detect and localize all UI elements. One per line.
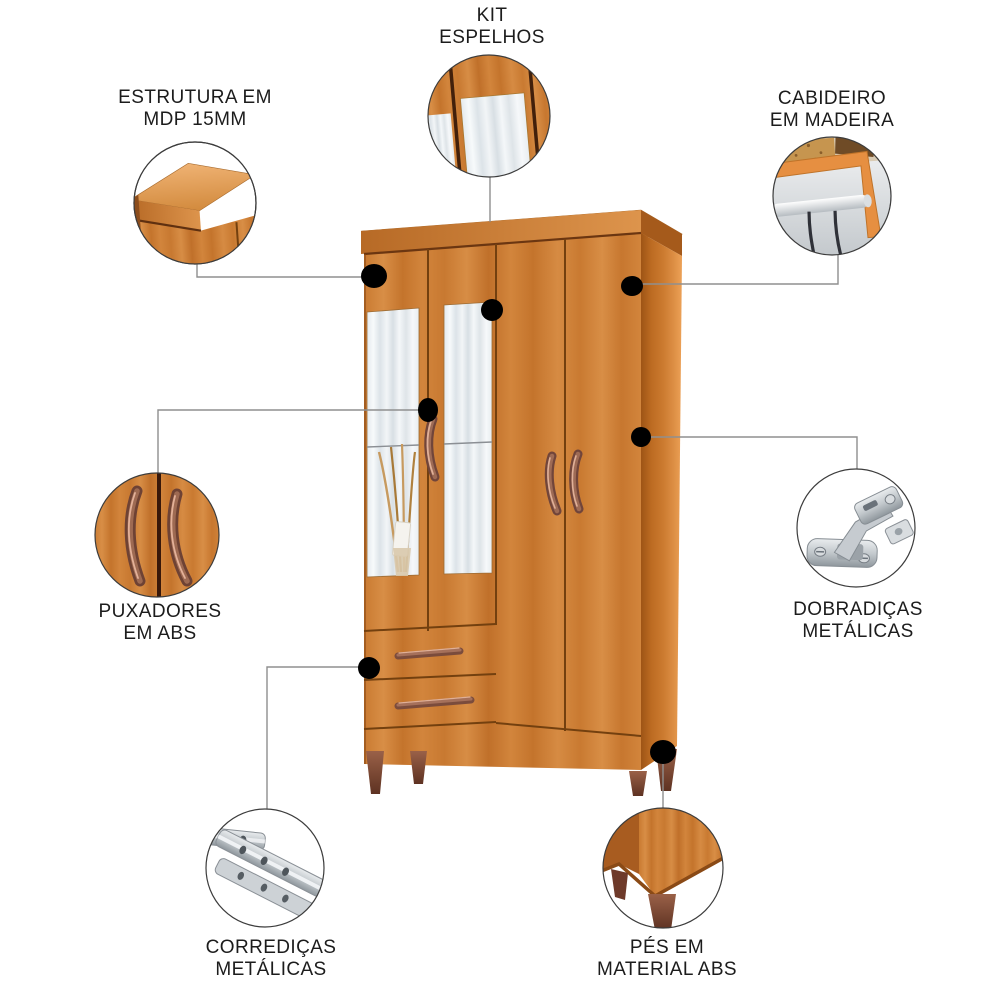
callout-marker-cabideiro <box>621 276 643 296</box>
drawer-divider-seam <box>363 673 497 681</box>
feature-label-line: MDP 15MM <box>143 109 247 130</box>
mirror-reflection-decor <box>377 443 417 576</box>
detail-circle-dobradicas <box>796 468 916 588</box>
drawer-top-seam <box>363 623 497 632</box>
hanger-rod-detail-image <box>773 137 891 255</box>
door-handle-left <box>424 414 440 482</box>
feature-label-cabideiro: CABIDEIRO EM MADEIRA <box>770 88 894 132</box>
drawer-bottom-seam <box>363 721 497 730</box>
drawer-slides-detail-image <box>206 826 324 922</box>
feature-label-estrutura: ESTRUTURA EM MDP 15MM <box>118 87 272 131</box>
wardrobe-top-front-band <box>361 210 641 254</box>
wardrobe-front-face <box>364 233 641 770</box>
wood-corner-detail-image <box>134 163 256 264</box>
door-handle-right <box>569 449 584 514</box>
feature-label-line: EM ABS <box>123 623 197 644</box>
feature-label-line: METÁLICAS <box>802 621 914 642</box>
detail-circle-cabideiro <box>772 136 892 256</box>
feature-label-line: PUXADORES <box>98 601 222 622</box>
mirror-kit-detail-image <box>428 55 550 177</box>
feature-label-line: CORREDIÇAS <box>205 937 337 958</box>
drawer-handle-top <box>394 647 464 660</box>
feature-label-line: ESTRUTURA EM <box>118 87 272 108</box>
feet-detail-image <box>603 808 723 928</box>
handles-detail-image <box>95 473 219 597</box>
feature-label-puxadores: PUXADORES EM ABS <box>99 601 222 645</box>
wardrobe-side-panel <box>641 233 682 770</box>
wardrobe-foot-mid-left <box>410 751 427 784</box>
feature-label-line: CABIDEIRO <box>777 88 887 109</box>
callout-marker-puxadores <box>418 398 438 422</box>
door-handle-middle <box>544 451 562 516</box>
feature-label-kit-espelhos: KIT ESPELHOS <box>439 5 545 49</box>
detail-circle-corredicas <box>205 808 325 928</box>
drawer-handle-bottom <box>394 696 475 710</box>
callout-line-corredicas <box>266 666 369 809</box>
feature-label-line: METÁLICAS <box>215 959 327 980</box>
detail-circle-pes <box>602 807 724 929</box>
callout-marker-estrutura <box>361 264 387 288</box>
callout-line-dobradicas <box>641 436 858 469</box>
callout-marker-kit-espelhos <box>481 299 503 321</box>
detail-circle-puxadores <box>94 472 220 598</box>
wardrobe-foot-front-left <box>366 751 384 794</box>
callout-marker-pes <box>650 740 676 764</box>
wardrobe-illustration <box>361 209 683 796</box>
detail-circle-kit-espelhos <box>427 54 551 178</box>
hinge-detail-image <box>806 486 914 568</box>
callout-line-estrutura <box>196 263 372 278</box>
right-doors-bottom-seam <box>495 722 642 737</box>
feature-label-line: ESPELHOS <box>439 27 545 48</box>
feature-label-line: DOBRADIÇAS <box>793 599 923 620</box>
callout-line-puxadores <box>157 409 428 473</box>
mirror-door-2 <box>443 301 493 575</box>
feature-label-line: EM MADEIRA <box>769 110 895 131</box>
feature-label-line: PÉS EM <box>629 937 705 958</box>
callout-marker-dobradicas <box>631 427 651 447</box>
callout-line-cabideiro <box>634 255 839 285</box>
mirror-door-1 <box>366 307 420 578</box>
wardrobe-foot-front-right <box>629 771 647 796</box>
callout-marker-corredicas <box>358 657 380 679</box>
feature-label-dobradicas: DOBRADIÇAS METÁLICAS <box>793 599 923 643</box>
feature-label-corredicas: CORREDIÇAS METÁLICAS <box>206 937 337 981</box>
feature-label-pes: PÉS EM MATERIAL ABS <box>597 937 737 981</box>
feature-label-line: KIT <box>476 5 508 26</box>
wardrobe-top-side-band <box>641 210 682 256</box>
feature-label-line: MATERIAL ABS <box>597 959 737 980</box>
detail-circle-estrutura <box>133 141 257 265</box>
